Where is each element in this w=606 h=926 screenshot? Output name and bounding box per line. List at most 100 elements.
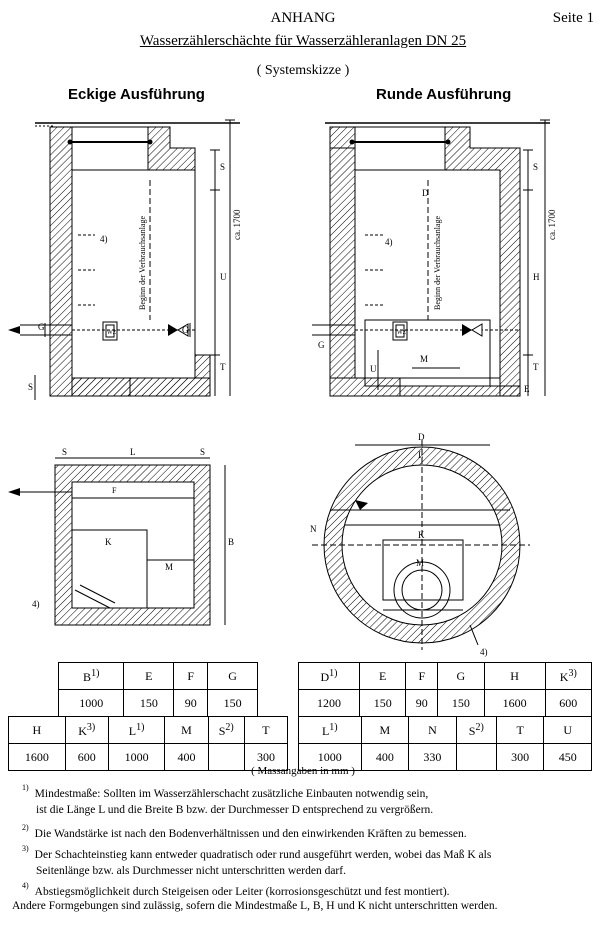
cell-value: 300 (495, 743, 545, 771)
dim-ca1700-right: ca. 1700 (547, 209, 557, 240)
cell-u-header: U (543, 716, 592, 744)
footnote-4: 4)Abstiegsmöglichkeit durch Steigeisen o… (22, 881, 450, 898)
footnote-3: 3)Der Schachteinstieg kann entweder quad… (22, 844, 492, 877)
plan-s2-left: S (200, 447, 205, 457)
plan-d-right: D (418, 432, 425, 442)
cell-value: 330 (408, 743, 457, 771)
plan-k-left: K (105, 537, 112, 547)
cell-value: 150 (359, 689, 407, 717)
cell-value: 600 (544, 689, 593, 717)
document-subtitle: Wasserzählerschächte für Wasserzähleranl… (139, 33, 467, 49)
cell-h-header: H (8, 716, 66, 744)
page-number: Seite 1 (552, 10, 594, 26)
cell-value: 300 (243, 743, 289, 771)
table-right-bottom: L1) M N S2) T U 1000 400 330 300 450 (298, 716, 592, 771)
table-left-bottom: H K3) L1) M S2) T 1600 600 1000 400 300 (8, 716, 289, 771)
cell-s-header: S2) (207, 716, 245, 744)
cell-l-header: L1) (298, 716, 362, 744)
dim-u-left: U (220, 272, 227, 282)
cell-value (455, 743, 497, 771)
cell-f-header: F (405, 662, 439, 690)
dim-e-right: E (524, 384, 530, 394)
dim-m-right: M (420, 354, 428, 364)
table-row: 1200 150 90 150 1600 600 (297, 689, 593, 717)
cell-value: 1000 (57, 689, 125, 717)
beginn-label-right: Beginn der Verbrauchsanlage (433, 216, 442, 310)
cell-m-header: M (164, 716, 209, 744)
dim-h-right: H (533, 272, 540, 282)
plan-n-right: N (310, 524, 317, 534)
table-row: D1) E F G H K3) (297, 662, 593, 690)
section-title-round: Runde Ausführung (376, 86, 512, 103)
table-row: H K3) L1) M S2) T (8, 716, 289, 744)
cell-b-header: B1) (57, 662, 125, 690)
system-sketch-label: ( Systemskizze ) (256, 63, 350, 78)
table-row: B1) E F G (57, 662, 258, 690)
dim-t-right: T (533, 362, 539, 372)
cell-value: 1000 (107, 743, 166, 771)
dim-g-right: G (318, 340, 325, 350)
cell-e-header: E (359, 662, 407, 690)
dim-d-right: D (422, 188, 429, 198)
square-shaft-elevation (8, 119, 240, 400)
cell-n-header: N (408, 716, 457, 744)
cell-d-header: D1) (297, 662, 361, 690)
cell-s-header: S2) (455, 716, 497, 744)
section-title-square: Eckige Ausführung (68, 86, 205, 103)
table-row: L1) M N S2) T U (298, 716, 592, 744)
plan-s-left: S (62, 447, 67, 457)
plan-l-right: L (418, 450, 424, 460)
cell-k-header: K3) (64, 716, 109, 744)
cell-value (207, 743, 245, 771)
dim-u-right: U (370, 364, 377, 374)
cell-l-header: L1) (107, 716, 166, 744)
plan-m-left: M (165, 562, 173, 572)
cell-value: 1000 (298, 743, 362, 771)
cell-value: 90 (405, 689, 439, 717)
plan-k-right: K (418, 530, 425, 540)
appendix-title: ANHANG (270, 10, 336, 26)
round-shaft-plan (312, 440, 530, 650)
plan-ref4-left: 4) (32, 599, 40, 609)
dim-s-bot-left: S (28, 382, 33, 392)
dim-s-top-left: S (220, 162, 225, 172)
table-row: 1600 600 1000 400 300 (8, 743, 289, 771)
dim-g2-left: G (182, 325, 189, 335)
cell-value: 400 (360, 743, 410, 771)
closing-note: Andere Formgebungen sind zulässig, sofer… (12, 900, 498, 912)
table-row: 1000 150 90 150 (57, 689, 258, 717)
cell-f-header: F (173, 662, 209, 690)
plan-ref4-right: 4) (480, 647, 488, 657)
dim-t-left: T (220, 362, 226, 372)
table-row: 1000 400 330 300 450 (298, 743, 592, 771)
cell-value: 1600 (483, 689, 546, 717)
table-left-top: B1) E F G 1000 150 90 150 (57, 662, 258, 717)
cell-value: 1600 (8, 743, 66, 771)
dim-s-top-right: S (533, 162, 538, 172)
table-right-top: D1) E F G H K3) 1200 150 90 150 1600 600 (297, 662, 593, 717)
cell-value: 600 (64, 743, 109, 771)
cell-value: 90 (173, 689, 209, 717)
cell-k-header: K3) (544, 662, 593, 690)
ref4-left: 4) (100, 234, 108, 244)
cell-value: 150 (123, 689, 175, 717)
cell-value: 150 (437, 689, 485, 717)
beginn-label-left: Beginn der Verbrauchsanlage (138, 216, 147, 310)
footnote-1: 1)Mindestmaße: Sollten im Wasserzählersc… (22, 783, 434, 816)
square-shaft-plan (8, 457, 226, 626)
technical-drawing: S U T ca. 1700 G G S 4) Beginn der Verbr… (8, 119, 557, 657)
wz-label-right: WZ (397, 330, 407, 336)
cell-g-header: G (437, 662, 485, 690)
footnote-2: 2)Die Wandstärke ist nach den Bodenverhä… (22, 823, 467, 840)
cell-value: 1200 (297, 689, 361, 717)
cell-t-header: T (243, 716, 289, 744)
cell-value: 450 (543, 743, 592, 771)
cell-e-header: E (123, 662, 175, 690)
plan-b-left: B (228, 537, 234, 547)
ref4-right: 4) (385, 237, 393, 247)
cell-m-header: M (360, 716, 410, 744)
cell-h-header: H (483, 662, 546, 690)
cell-g-header: G (207, 662, 258, 690)
cell-value: 150 (207, 689, 258, 717)
plan-l-left: L (130, 447, 136, 457)
